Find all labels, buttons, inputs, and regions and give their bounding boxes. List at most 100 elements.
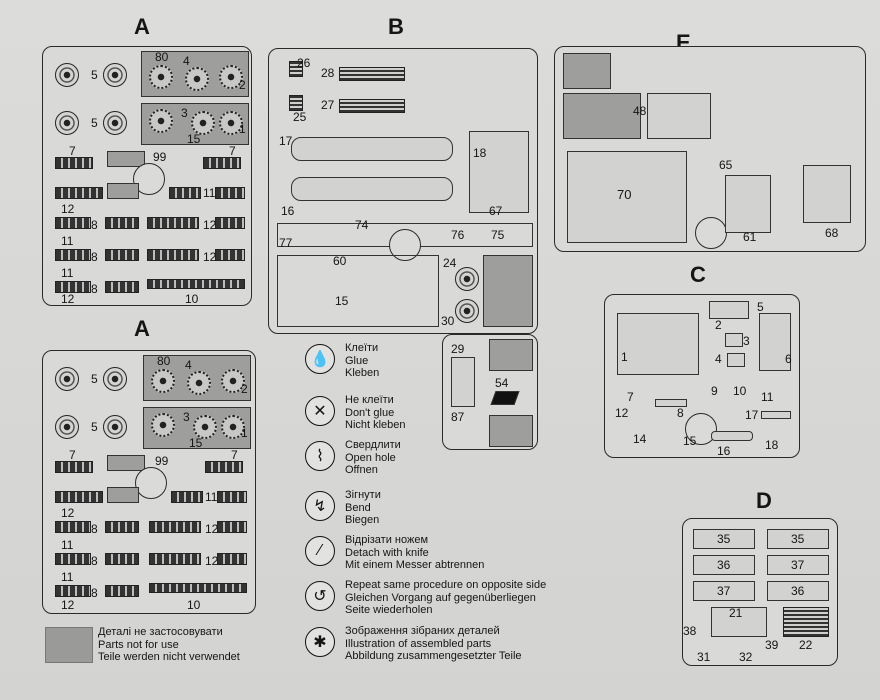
part-number: 5: [91, 116, 98, 130]
part-number: 70: [617, 187, 632, 202]
part-number: 26: [297, 56, 311, 70]
track-part: [149, 553, 201, 565]
track-part: [149, 521, 201, 533]
unused-parts-area: [483, 255, 533, 327]
sprocket-part: [219, 65, 243, 89]
part-number: 14: [633, 432, 647, 446]
assembled-icon: ✱: [305, 627, 335, 657]
part-number: 11: [205, 490, 218, 504]
part-number: 27: [321, 98, 335, 112]
part-number: 8: [91, 218, 98, 232]
part-number: 5: [91, 420, 98, 434]
sprocket-part: [191, 111, 215, 135]
part-number: 2: [239, 78, 246, 92]
note-line: Parts not for use: [98, 638, 179, 651]
track-part: [105, 217, 139, 229]
part-number: 76: [451, 228, 465, 242]
part-number: 21: [729, 606, 743, 620]
part-number: 11: [61, 234, 74, 248]
part-number: 4: [715, 352, 722, 366]
legend-label: Illustration of assembled parts: [345, 637, 492, 650]
legend-label: Kleben: [345, 367, 380, 379]
part-number: 80: [155, 50, 169, 64]
legend-label: Repeat same procedure on opposite side: [345, 579, 547, 591]
track-part: [105, 249, 139, 261]
part-number: 7: [69, 448, 76, 462]
part-number: 11: [761, 390, 774, 404]
part-number: 3: [183, 410, 190, 424]
unused-parts-area: [489, 339, 533, 371]
small-part: [709, 301, 749, 319]
track-part: [55, 281, 91, 293]
sprue-c: 1 2 3 4 5 6 7 12 8 9 10 11 17 14 15 16 1…: [604, 294, 800, 458]
part-number: 2: [241, 382, 248, 396]
legend-label: Don't glue: [345, 406, 395, 419]
sprocket-part: [149, 65, 173, 89]
part-number: 28: [321, 66, 335, 80]
part-number: 36: [791, 584, 805, 598]
sprue-a-top: 5 80 4 2 5 3 1 15 7 99 7 11 12 8: [42, 46, 252, 306]
track-part: [147, 279, 245, 289]
sprocket-part: [151, 413, 175, 437]
part-number: 4: [185, 358, 192, 372]
part-number: 17: [279, 134, 293, 148]
road-wheel-part: [55, 111, 79, 135]
part-number: 12: [61, 292, 75, 306]
road-wheel-part: [103, 63, 127, 87]
part-number: 24: [443, 256, 457, 270]
part-number: 7: [229, 144, 236, 158]
part-number: 7: [69, 144, 76, 158]
legend-label: Свердлити: [345, 439, 401, 451]
track-part: [215, 187, 245, 199]
hull-top-part: [567, 151, 687, 243]
part-number: 65: [719, 158, 733, 172]
part-number: 12: [61, 506, 75, 520]
panel-part: [451, 357, 475, 407]
barrel-part: [655, 399, 687, 407]
road-wheel-part: [55, 63, 79, 87]
legend-label: Bend: [345, 501, 371, 514]
part-number: 15: [189, 436, 203, 450]
drill-icon: ⌇: [305, 441, 335, 471]
track-part: [105, 585, 139, 597]
part-number: 8: [91, 554, 98, 568]
part-number: 16: [281, 204, 295, 218]
track-part: [55, 553, 91, 565]
glue-drop-icon: 💧: [305, 344, 335, 374]
legend-label: Зображення зібраних деталей: [345, 625, 500, 637]
part-number: 48: [633, 104, 647, 118]
small-part: [727, 353, 745, 367]
legend-label: Open hole: [345, 451, 396, 464]
part-number: 15: [683, 434, 697, 448]
part-number: 68: [825, 226, 839, 240]
legend-label: Glue: [345, 354, 369, 367]
legend-label: Зігнути: [345, 489, 381, 501]
unused-parts-swatch: [45, 627, 93, 663]
panel-part: [647, 93, 711, 139]
sprue-b-extension: 29 54 87: [442, 334, 538, 450]
part-number: 87: [451, 410, 465, 424]
part-number: 12: [203, 218, 217, 232]
part-number: 39: [765, 638, 779, 652]
part-number: 32: [739, 650, 753, 664]
wheel-part: [455, 267, 479, 291]
strip-part: [761, 411, 791, 419]
part-number: 18: [473, 146, 487, 160]
section-label-c: C: [690, 262, 706, 287]
part-number: 37: [791, 558, 805, 572]
part-number: 25: [293, 110, 307, 124]
section-label-b: B: [388, 14, 404, 39]
part-number: 35: [791, 532, 805, 546]
part-number: 1: [239, 122, 246, 136]
legend-label: Seite wiederholen: [345, 604, 433, 616]
fender-part: [693, 555, 755, 575]
track-part: [203, 157, 241, 169]
track-part: [55, 217, 91, 229]
panel-part: [725, 175, 771, 233]
hatch-part: [289, 95, 303, 111]
part-number: 3: [181, 106, 188, 120]
knife-icon: ∕: [305, 536, 335, 566]
legend-label: Не клеїти: [345, 394, 394, 406]
part-number: 12: [205, 522, 219, 536]
engine-deck-part: [711, 607, 767, 637]
